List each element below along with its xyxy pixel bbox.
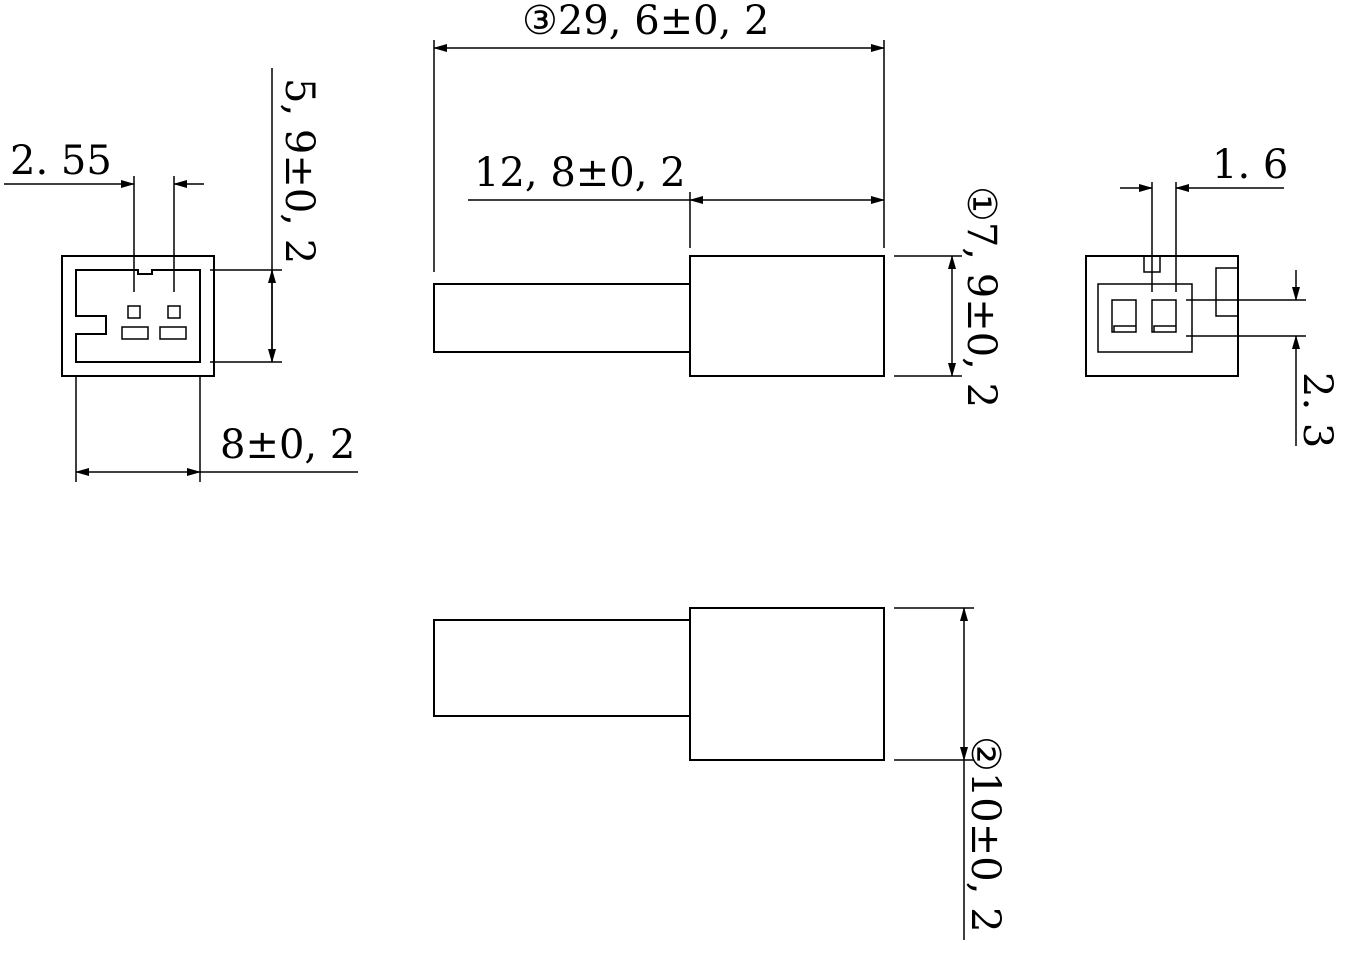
- height-front-dimension: 5, 9±0, 2: [210, 68, 322, 363]
- pitch-label: 2. 55: [10, 138, 112, 184]
- body-length-dimension: 12, 8±0, 2: [468, 150, 885, 248]
- body-length-label: 12, 8±0, 2: [474, 150, 686, 196]
- front-view: [61, 255, 215, 377]
- pitch-dimension: 2. 55: [4, 138, 204, 292]
- overall-length-label: ③29, 6±0, 2: [522, 0, 769, 44]
- width-front-label: 8±0, 2: [220, 422, 355, 468]
- slot-height-label: 2. 3: [1294, 372, 1340, 448]
- slot-width-dimension: 1. 6: [1120, 142, 1288, 292]
- body-height-dimension: ①7, 9±0, 2: [894, 186, 1004, 408]
- body-height-label: ①7, 9±0, 2: [958, 186, 1004, 408]
- side-view-top: [433, 255, 885, 377]
- body-width-dimension: ②10±0, 2: [894, 607, 1008, 940]
- slot-width-label: 1. 6: [1212, 142, 1288, 188]
- side-view-bottom: [433, 607, 885, 761]
- height-front-label: 5, 9±0, 2: [276, 78, 322, 264]
- width-front-dimension: 8±0, 2: [75, 376, 358, 482]
- body-width-label: ②10±0, 2: [962, 736, 1008, 933]
- rear-view: [1085, 255, 1239, 377]
- slot-height-dimension: 2. 3: [1186, 270, 1340, 448]
- overall-length-dimension: ③29, 6±0, 2: [433, 0, 885, 272]
